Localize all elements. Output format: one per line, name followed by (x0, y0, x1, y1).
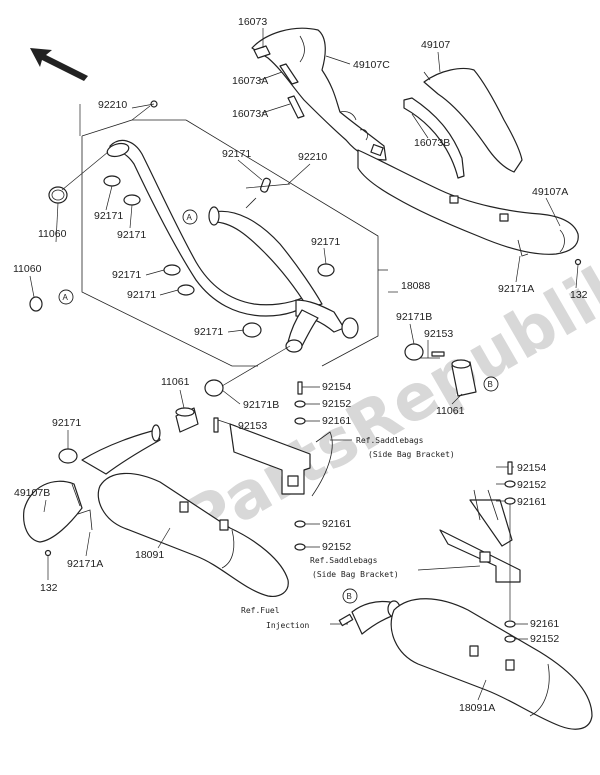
clamp-92171-6 (317, 263, 335, 277)
ref-saddlebags-2: Ref.Saddlebags (310, 556, 378, 565)
label-92210-b: 92210 (298, 151, 327, 163)
label-92171-a: 92171 (222, 148, 251, 160)
label-16073B: 16073B (414, 137, 450, 149)
fasteners-right (431, 351, 516, 643)
label-16073A-2: 16073A (232, 108, 268, 120)
ref-fuel: Ref.Fuel (241, 606, 280, 615)
label-92152-a: 92152 (322, 398, 351, 410)
label-92161-b: 92161 (322, 518, 351, 530)
bracket-right (439, 489, 521, 583)
muffler-18091 (81, 424, 289, 597)
sleeve-11061-left (175, 407, 199, 433)
ref-circle-a-lower: A (58, 289, 74, 305)
label-132-a: 132 (570, 289, 588, 301)
clamp-92171-2 (123, 194, 141, 206)
label-49107B: 49107B (14, 487, 50, 499)
label-92153-b: 92153 (238, 420, 267, 432)
clip-92171A-right (517, 239, 529, 257)
label-92171B-2: 92171B (243, 399, 279, 411)
ref-side-bag-bracket-2: (Side Bag Bracket) (312, 570, 399, 579)
label-92161-d: 92161 (530, 618, 559, 630)
label-92152-d: 92152 (530, 633, 559, 645)
label-92152-b: 92152 (322, 541, 351, 553)
label-92171-h: 92171 (52, 417, 81, 429)
label-92171-f: 92171 (127, 289, 156, 301)
pad-16073A-lower (287, 95, 305, 119)
svg-text:A: A (63, 293, 69, 302)
bracket-left (229, 423, 352, 497)
ref-fuel-injection: Injection (266, 621, 310, 630)
sleeve-11061-right (451, 359, 477, 397)
clamp-92171-5 (177, 284, 195, 296)
label-49107C: 49107C (353, 59, 390, 71)
ref-side-bag-bracket-1: (Side Bag Bracket) (368, 450, 455, 459)
clamp-92171-8 (58, 448, 78, 464)
heat-shield-49107B (23, 480, 83, 543)
gasket-11060-upper (48, 186, 68, 204)
label-92171A-1: 92171A (498, 283, 534, 295)
label-92210-a: 92210 (98, 99, 127, 111)
label-18088: 18088 (401, 280, 430, 292)
front-direction-arrow-icon (30, 48, 88, 81)
heat-shield-49107 (423, 67, 523, 173)
clip-92171A-left (77, 509, 93, 531)
label-11060-b: 11060 (13, 263, 42, 275)
pad-16073A-upper (279, 63, 299, 85)
pad-16073 (253, 45, 271, 59)
bolt-132-left (44, 549, 52, 557)
label-92161-c: 92161 (517, 496, 546, 508)
clamp-92171-4 (163, 264, 181, 276)
label-92171B-1: 92171B (396, 311, 432, 323)
bolt-132-right (574, 258, 582, 266)
label-11060-a: 11060 (38, 228, 67, 240)
clamp-92171-7 (242, 322, 262, 338)
label-49107: 49107 (421, 39, 450, 51)
clamp-92171-1 (103, 175, 121, 187)
fuel-injection-sensor (338, 613, 354, 627)
label-16073: 16073 (238, 16, 267, 28)
label-18091: 18091 (135, 549, 164, 561)
fasteners-left (213, 381, 306, 551)
watermark-text: PartsRepublik (171, 244, 600, 561)
label-92171-d: 92171 (311, 236, 340, 248)
ref-circle-b-right: B (483, 376, 499, 392)
label-18091A: 18091A (459, 702, 495, 714)
heat-shield-strip-16073B (403, 97, 465, 179)
ref-circle-b-lower: B (342, 588, 358, 604)
gasket-11060-lower (29, 296, 43, 312)
svg-text:A: A (187, 213, 193, 222)
clamp-92171-3 (260, 177, 271, 193)
ref-saddlebags-1: Ref.Saddlebags (356, 436, 424, 445)
label-92171-b: 92171 (94, 210, 123, 222)
label-92161-a: 92161 (322, 415, 351, 427)
clamp-92171B-2 (204, 379, 224, 397)
svg-text:B: B (347, 592, 352, 601)
label-92152-c: 92152 (517, 479, 546, 491)
label-11061-a: 11061 (436, 405, 465, 417)
label-92154-a: 92154 (322, 381, 351, 393)
label-92171-c: 92171 (117, 229, 146, 241)
ref-circle-a-upper: A (182, 209, 198, 225)
heat-shield-49107C (251, 27, 387, 161)
exhaust-header-pipes-18088 (106, 139, 359, 353)
label-49107A: 49107A (532, 186, 568, 198)
label-92153-a: 92153 (424, 328, 453, 340)
heat-shield-49107A (357, 149, 579, 255)
label-92171A-2: 92171A (67, 558, 103, 570)
label-132-b: 132 (40, 582, 58, 594)
label-11061-b: 11061 (161, 376, 190, 388)
label-92154-b: 92154 (517, 462, 546, 474)
label-16073A: 16073A (232, 75, 268, 87)
label-92171-e: 92171 (112, 269, 141, 281)
label-92171-g: 92171 (194, 326, 223, 338)
svg-text:B: B (488, 380, 493, 389)
muffler-18091A (351, 598, 593, 730)
